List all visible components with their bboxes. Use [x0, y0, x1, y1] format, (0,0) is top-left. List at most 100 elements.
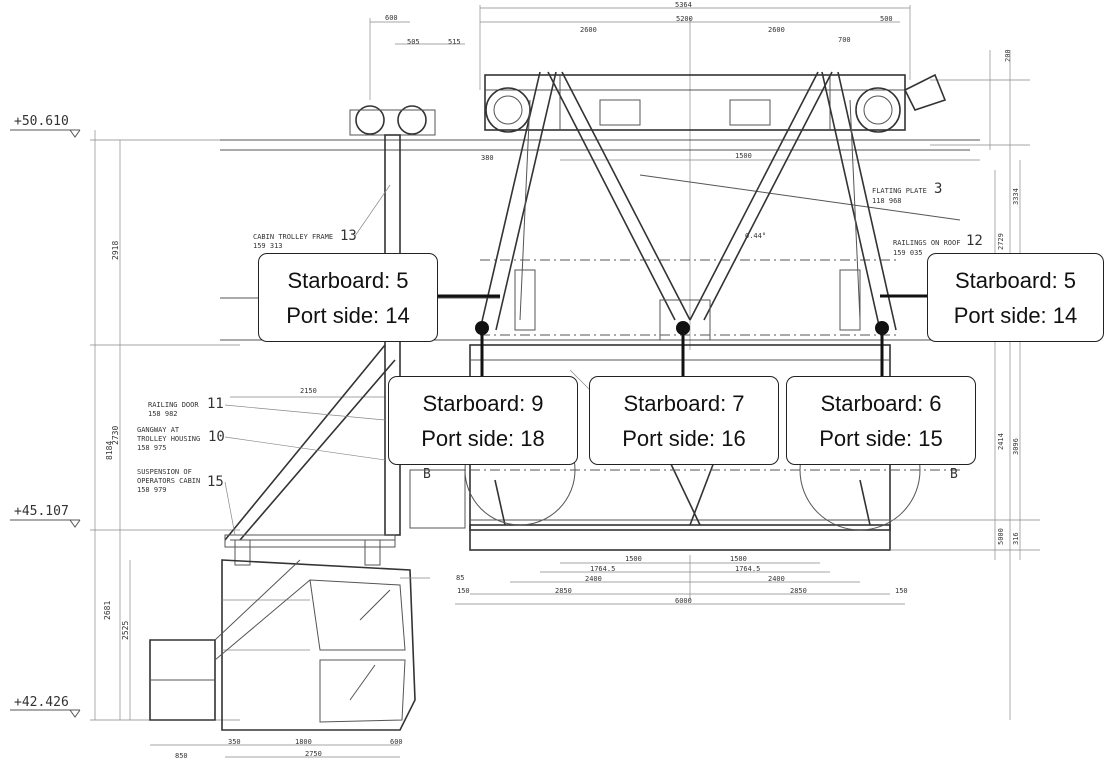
callout-connectors	[437, 294, 928, 377]
svg-text:12: 12	[966, 233, 983, 249]
dimension-top-6: 505	[407, 38, 420, 46]
svg-text:RAILING DOOR: RAILING DOOR	[148, 401, 199, 409]
dimension-bottom-6: 2850	[555, 587, 572, 595]
anchor-dot-left	[475, 321, 489, 335]
dimension-right-vertical-0: 2729	[997, 233, 1005, 250]
svg-text:11: 11	[207, 396, 224, 412]
dimension-cabin-4: 2750	[305, 750, 322, 758]
svg-text:SUSPENSION OF: SUSPENSION OF	[137, 468, 192, 476]
dimension-top-8: 200	[1004, 49, 1012, 62]
dimension-bottom-2: 1764.5	[590, 565, 615, 573]
dimension-middle-2: 2150	[300, 387, 317, 395]
callout-right-starboard: Starboard: 5	[954, 267, 1077, 293]
dimension-bottom-10: 150	[895, 587, 908, 595]
dimension-bottom-5: 2400	[768, 575, 785, 583]
part-labels: CABIN TROLLEY FRAME 13 159 313 FLATING P…	[137, 181, 983, 536]
dimension-bottom-4: 2400	[585, 575, 602, 583]
svg-text:CABIN TROLLEY FRAME: CABIN TROLLEY FRAME	[253, 233, 333, 241]
dimension-left-vertical-3: 2681	[103, 601, 112, 620]
svg-text:RAILINGS ON ROOF: RAILINGS ON ROOF	[893, 239, 960, 247]
callout-mid-left-port: Port side: 18	[421, 425, 545, 451]
dimension-bottom-3: 1764.5	[735, 565, 760, 573]
dimension-cabin-3: 600	[390, 738, 403, 746]
svg-text:158 975: 158 975	[137, 444, 167, 452]
anchor-dot-center	[676, 321, 690, 335]
dimension-top-2: 5200	[676, 15, 693, 23]
svg-text:118 968: 118 968	[872, 197, 902, 205]
dimension-top-3: 2600	[768, 26, 785, 34]
svg-text:GANGWAY AT: GANGWAY AT	[137, 426, 180, 434]
svg-text:159 035: 159 035	[893, 249, 923, 257]
callout-mid-center: Starboard: 7 Port side: 16	[589, 376, 779, 465]
callout-mid-left-starboard: Starboard: 9	[422, 390, 544, 416]
dimension-left-vertical-1: 2730	[111, 426, 120, 445]
callout-right-port: Port side: 14	[953, 302, 1078, 328]
svg-text:159 313: 159 313	[253, 242, 283, 250]
svg-text:B: B	[423, 467, 431, 482]
dimension-right-vertical-4: 5000	[997, 528, 1005, 545]
dimension-top-7: 515	[448, 38, 461, 46]
elevation-markers: +50.610 +45.107 +42.426	[10, 114, 81, 718]
part-label-12: RAILINGS ON ROOF 12 159 035	[893, 233, 983, 257]
dimension-bottom-8: 6000	[675, 597, 692, 605]
svg-text:13: 13	[340, 228, 357, 244]
dimension-top-5: 600	[385, 14, 398, 22]
svg-text:B: B	[950, 467, 958, 482]
dimension-cabin-1: 350	[228, 738, 241, 746]
dimension-right-vertical-2: 2414	[997, 433, 1005, 450]
part-label-3: FLATING PLATE 3 118 968	[872, 181, 942, 205]
dimension-top-9: 700	[838, 36, 851, 44]
dimension-bottom-11: 85	[456, 574, 464, 582]
svg-text:10: 10	[208, 429, 225, 445]
dimension-left-vertical-2: 2525	[121, 621, 130, 640]
svg-text:TROLLEY HOUSING: TROLLEY HOUSING	[137, 435, 200, 443]
svg-text:+50.610: +50.610	[14, 114, 69, 129]
dimension-middle-3: 0.44°	[745, 232, 766, 240]
right-dimension-lines: 2729 3334 2414 3096 5000 316	[890, 160, 1040, 560]
top-dimension-lines: 5364 2600 5200 2600 500 600 505 515 200 …	[369, 1, 1030, 720]
callout-mid-left: Starboard: 9 Port side: 18	[388, 376, 578, 465]
middle-dimensions: 380 1500 2150 0.44°	[230, 152, 766, 398]
dimension-top-1: 2600	[580, 26, 597, 34]
svg-text:+42.426: +42.426	[14, 695, 69, 710]
dimension-bottom-1: 1500	[730, 555, 747, 563]
anchor-dot-right	[875, 321, 889, 335]
callout-left: Starboard: 5 Port side: 14	[258, 253, 438, 342]
svg-text:FLATING PLATE: FLATING PLATE	[872, 187, 927, 195]
svg-text:+45.107: +45.107	[14, 504, 69, 519]
dimension-right-vertical-1: 3334	[1012, 188, 1020, 205]
dimension-bottom-7: 2850	[790, 587, 807, 595]
truss-diagonals	[479, 71, 897, 341]
bottom-dimension-lines: 1500 1500 1764.5 1764.5 2400 2400 2850 2…	[455, 555, 908, 605]
dimension-top-0: 5364	[675, 1, 692, 9]
dimension-bottom-0: 1500	[625, 555, 642, 563]
dimension-top-4: 500	[880, 15, 893, 23]
dimension-right-vertical-3: 3096	[1012, 438, 1020, 455]
callout-right: Starboard: 5 Port side: 14	[927, 253, 1104, 342]
part-label-10: GANGWAY AT TROLLEY HOUSING 10 158 975	[137, 426, 386, 461]
svg-text:158 979: 158 979	[137, 486, 167, 494]
callout-left-port: Port side: 14	[286, 302, 410, 328]
dimension-left-vertical-0: 8184	[105, 441, 114, 460]
svg-text:15: 15	[207, 474, 224, 490]
callout-mid-right: Starboard: 6 Port side: 15	[786, 376, 976, 465]
part-label-13: CABIN TROLLEY FRAME 13 159 313	[253, 184, 391, 250]
svg-text:OPERATORS CABIN: OPERATORS CABIN	[137, 477, 200, 485]
dimension-bottom-9: 150	[457, 587, 470, 595]
svg-text:158 982: 158 982	[148, 410, 178, 418]
callout-left-starboard: Starboard: 5	[287, 267, 409, 293]
part-label-15: SUSPENSION OF OPERATORS CABIN 15 158 979	[137, 468, 236, 536]
callout-mid-center-port: Port side: 16	[622, 425, 746, 451]
dimension-middle-1: 1500	[735, 152, 752, 160]
top-girder	[484, 73, 947, 133]
dimension-right-vertical-5: 316	[1012, 532, 1020, 545]
dimension-cabin-0: 850	[175, 752, 188, 760]
part-label-11: RAILING DOOR 11 158 982	[148, 396, 386, 421]
dimension-cabin-2: 1800	[295, 738, 312, 746]
operators-cabin: 850 350 1800 600 2750	[149, 559, 430, 760]
dimension-left-vertical-4: 2918	[111, 241, 120, 260]
left-dimension-lines: 8184 2730 2525 2681 2918	[90, 130, 240, 721]
callout-mid-center-starboard: Starboard: 7	[623, 390, 745, 416]
svg-text:3: 3	[934, 181, 942, 197]
